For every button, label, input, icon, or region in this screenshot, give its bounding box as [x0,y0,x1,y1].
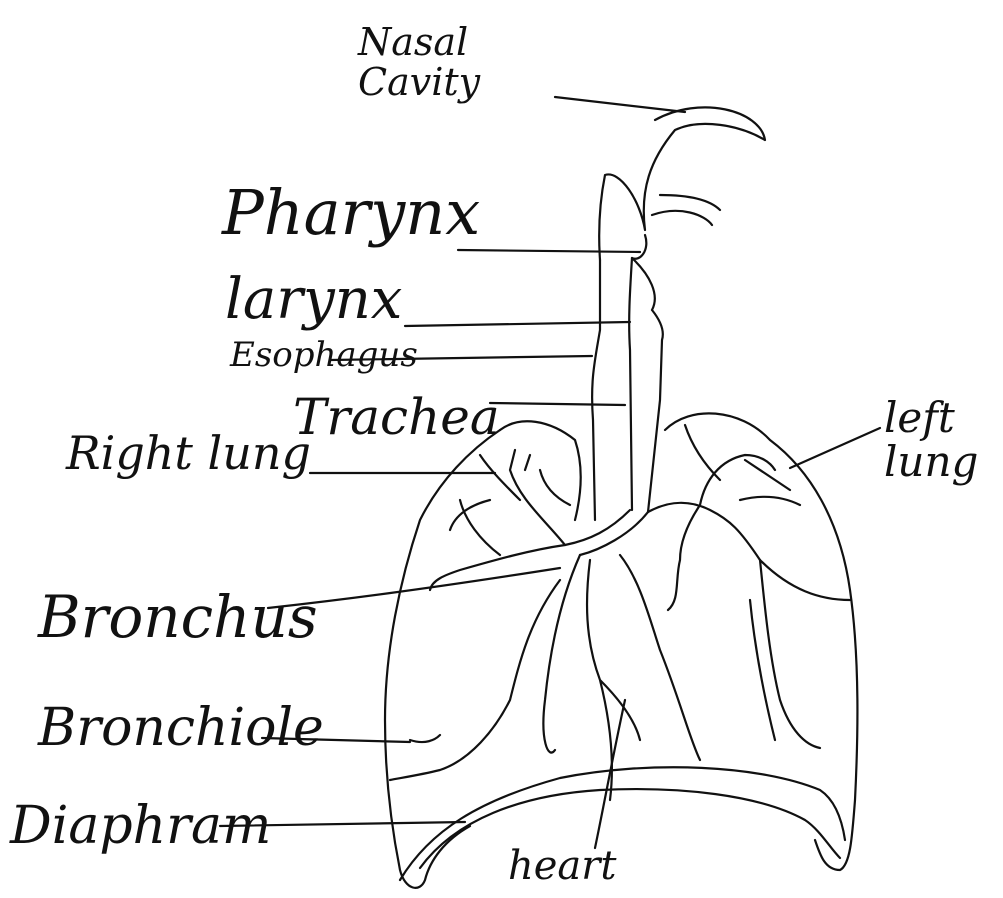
bronchus-right [430,510,648,590]
leader-larynx [405,322,630,326]
label-trachea: Trachea [293,392,500,442]
trachea-outline [629,258,663,512]
bronchioles-right [390,450,580,780]
bronchus-left [648,503,760,560]
right-lung-outline [385,430,500,888]
leader-pharynx [458,250,640,252]
esophagus-outline [592,260,600,520]
label-diaphragm: Diaphram [10,800,271,852]
label-left-lung: left lung [884,396,978,484]
diaphragm-outline [400,767,845,880]
label-esophagus: Esophagus [230,338,418,372]
leader-left-lung [790,428,880,468]
label-larynx: larynx [225,272,402,328]
leader-heart [595,700,625,848]
leader-trachea [490,403,625,405]
left-lung-outline [665,413,857,870]
nasal-cavity-outline [599,107,765,260]
label-bronchus: Bronchus [38,588,318,646]
bronchioles-left [668,425,850,748]
leader-nasal-cavity [555,97,685,112]
label-pharynx: Pharynx [222,182,480,244]
heart-outline [587,555,700,800]
label-nasal-cavity: Nasal Cavity [358,22,480,102]
label-heart: heart [508,846,616,886]
label-right-lung: Right lung [66,430,311,476]
label-bronchiole: Bronchiole [38,702,324,754]
